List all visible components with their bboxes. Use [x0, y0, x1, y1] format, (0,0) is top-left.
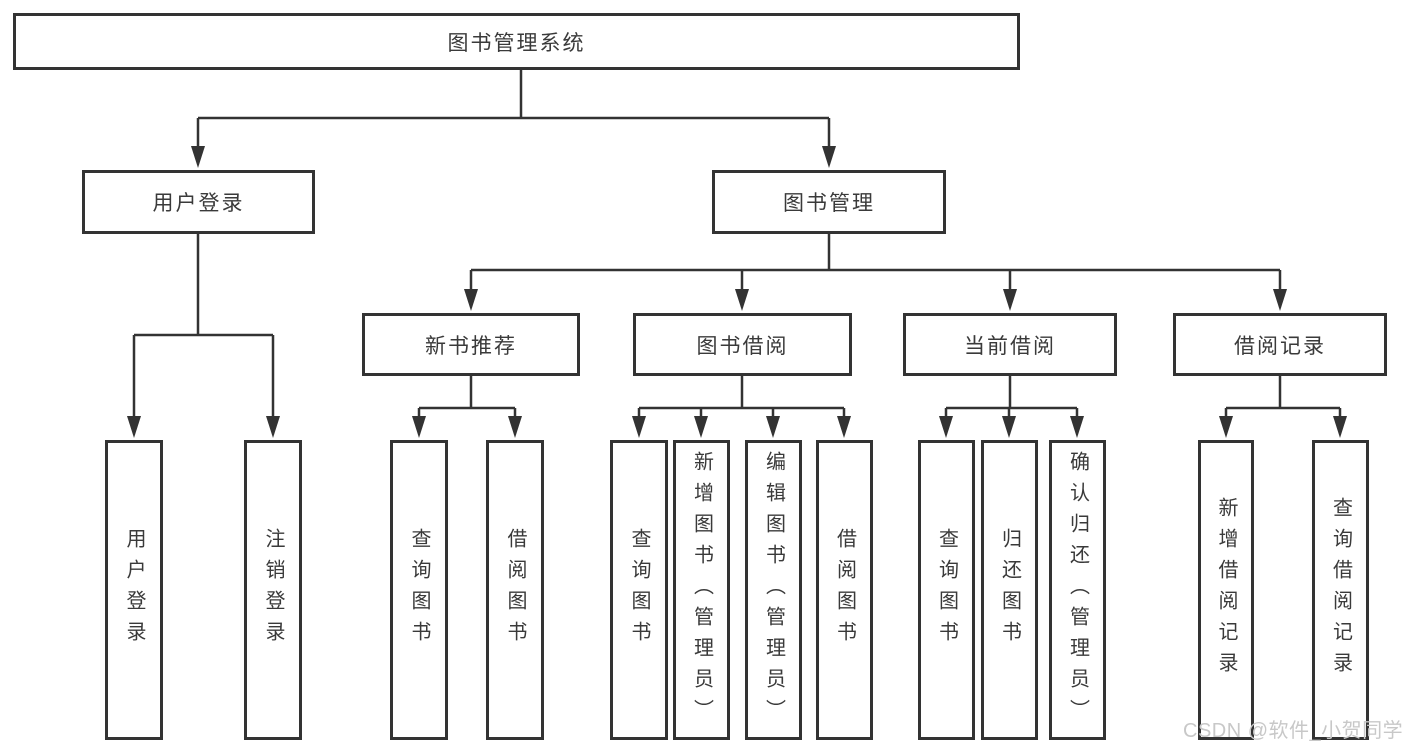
leaf-query-books-recommend: 查询图书: [390, 440, 448, 740]
node-book-borrowing: 图书借阅: [633, 313, 852, 376]
node-book-management: 图书管理: [712, 170, 946, 234]
node-current-borrowing: 当前借阅: [903, 313, 1117, 376]
leaf-borrow-books-recommend: 借阅图书: [486, 440, 544, 740]
connector-borrowing-records-to-leaves: [1224, 376, 1342, 420]
node-user-login: 用户登录: [82, 170, 315, 234]
arrowheads: [127, 146, 1347, 438]
leaf-query-borrow-record: 查询借阅记录: [1312, 440, 1369, 740]
node-new-book-recommend: 新书推荐: [362, 313, 580, 376]
leaf-add-books-admin: 新增图书（管理员）: [673, 440, 730, 740]
connector-book-management-to-modules: [469, 234, 1282, 293]
leaf-return-books: 归还图书: [981, 440, 1038, 740]
leaf-borrow-books-borrowing: 借阅图书: [816, 440, 873, 740]
leaf-query-books-current: 查询图书: [918, 440, 975, 740]
connector-book-borrowing-to-leaves: [637, 376, 846, 420]
leaf-add-borrow-record: 新增借阅记录: [1198, 440, 1254, 740]
leaf-edit-books-admin: 编辑图书（管理员）: [745, 440, 802, 740]
node-library-management-system: 图书管理系统: [13, 13, 1020, 70]
connector-new-book-recommend-to-leaves: [417, 376, 517, 420]
leaf-logout: 注销登录: [244, 440, 302, 740]
node-borrowing-records: 借阅记录: [1173, 313, 1387, 376]
connector-user-login-to-leaves: [132, 234, 275, 420]
leaf-query-books-borrowing: 查询图书: [610, 440, 668, 740]
connector-root-to-level2: [196, 69, 831, 150]
leaf-confirm-return-admin: 确认归还（管理员）: [1049, 440, 1106, 740]
connector-current-borrowing-to-leaves: [944, 376, 1079, 420]
csdn-watermark: CSDN @软件_小贺同学: [1183, 720, 1404, 742]
leaf-user-login: 用户登录: [105, 440, 163, 740]
